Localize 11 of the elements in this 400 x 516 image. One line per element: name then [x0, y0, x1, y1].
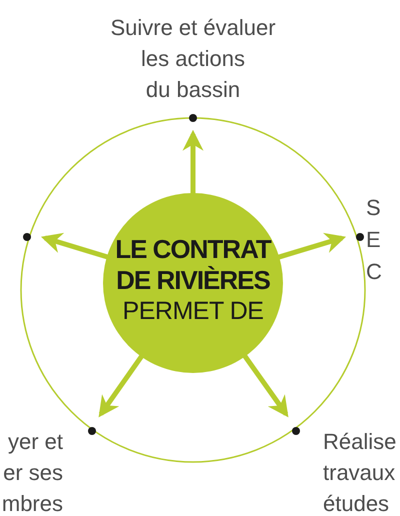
action-text: S E C — [366, 192, 384, 288]
action-text: Suivre et évaluer les actions du bassin — [103, 12, 283, 105]
arrow — [98, 354, 144, 418]
arrow — [182, 130, 204, 195]
arrow — [40, 232, 110, 260]
arrow — [276, 232, 346, 260]
arrow — [242, 353, 288, 418]
action-text: yer et er ses mbres — [0, 426, 63, 516]
circle-subtitle: PERMET DE — [122, 296, 264, 326]
circle-title: LE CONTRAT DE RIVIÈRES — [114, 234, 272, 296]
action-text: Réalise travaux études — [323, 426, 400, 516]
